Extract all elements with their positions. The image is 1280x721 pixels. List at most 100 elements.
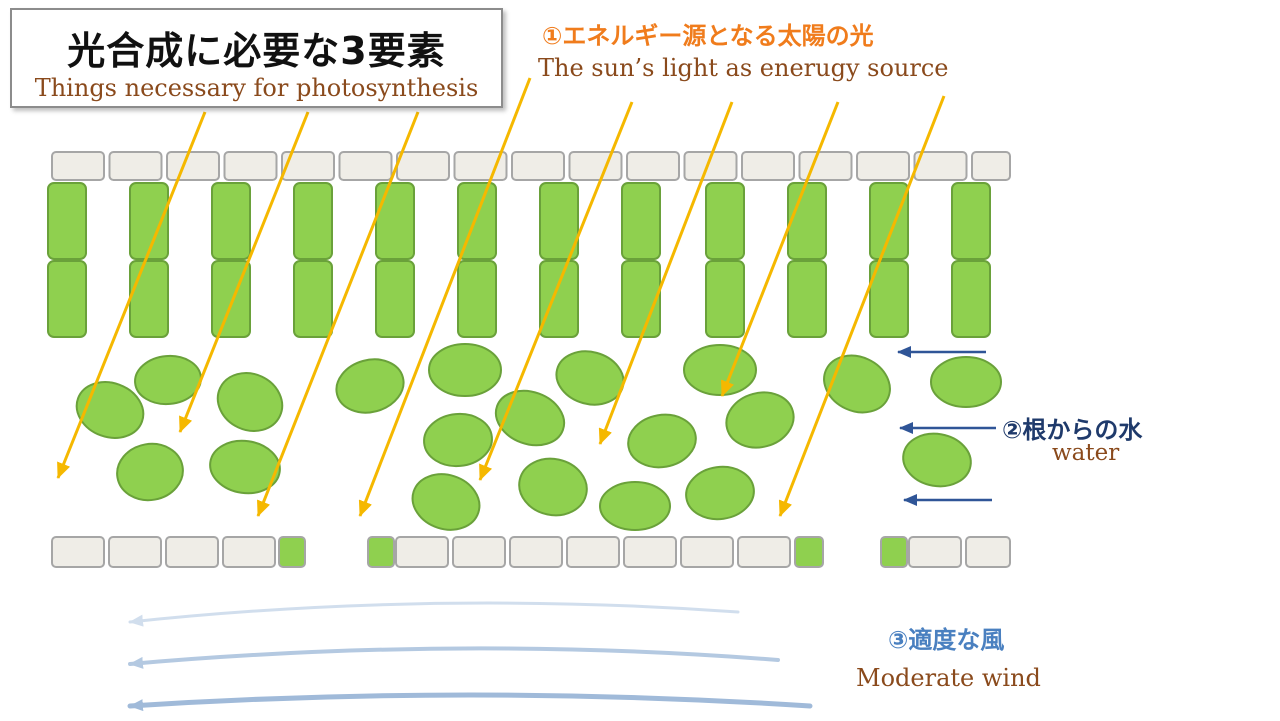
sunlight-arrow xyxy=(478,101,634,481)
wind-arrow xyxy=(127,692,813,712)
epidermis-cell xyxy=(51,151,105,181)
wind-arrow xyxy=(128,601,740,627)
guard-cell xyxy=(880,536,908,568)
palisade-cell xyxy=(787,260,827,338)
palisade-cell xyxy=(621,260,661,338)
spongy-cell xyxy=(494,389,566,447)
spongy-cell xyxy=(930,356,1002,408)
palisade-cell xyxy=(539,182,579,260)
sunlight-arrows xyxy=(56,77,946,517)
epidermis-cell xyxy=(223,151,278,181)
epidermis-cell xyxy=(626,151,680,181)
palisade-cell xyxy=(457,260,497,338)
palisade-cell xyxy=(375,260,415,338)
spongy-cell xyxy=(116,442,184,502)
water-label-english: water xyxy=(1052,440,1120,466)
palisade-cell xyxy=(951,182,991,260)
epidermis-cell xyxy=(737,536,791,568)
epidermis-cell xyxy=(338,151,393,181)
epidermis-cell xyxy=(798,151,853,181)
palisade-cell xyxy=(951,260,991,338)
palisade-cell xyxy=(539,260,579,338)
epidermis-cell xyxy=(908,536,962,568)
epidermis-cell xyxy=(166,151,220,181)
guard-cell xyxy=(278,536,306,568)
palisade-cell xyxy=(705,260,745,338)
palisade-layer xyxy=(47,182,991,338)
spongy-cell xyxy=(599,481,671,531)
sunlight-arrow xyxy=(358,77,532,517)
title-box: 光合成に必要な3要素 Things necessary for photosyn… xyxy=(10,8,503,108)
epidermis-cell xyxy=(452,536,506,568)
sunlight-arrow xyxy=(56,111,207,479)
sunlight-arrow xyxy=(778,95,946,517)
spongy-cell xyxy=(685,465,755,521)
sunlight-label-english: The sun’s light as enerugy source xyxy=(538,54,949,82)
spongy-cell xyxy=(423,412,493,468)
palisade-cell xyxy=(129,260,169,338)
epidermis-cell xyxy=(51,536,105,568)
wind-arrows xyxy=(127,601,813,712)
epidermis-cell xyxy=(680,536,734,568)
epidermis-cell xyxy=(511,151,565,181)
spongy-cell xyxy=(209,439,281,495)
wind-label-japanese: ③適度な風 xyxy=(888,626,1005,654)
spongy-cell xyxy=(823,354,891,414)
spongy-cell xyxy=(725,391,795,449)
palisade-cell xyxy=(293,260,333,338)
palisade-cell xyxy=(47,182,87,260)
epidermis-cell xyxy=(165,536,219,568)
upper-epidermis xyxy=(51,151,1011,181)
lower-epidermis xyxy=(51,536,1011,568)
palisade-cell xyxy=(47,260,87,338)
epidermis-cell xyxy=(623,536,677,568)
water-arrows xyxy=(897,346,996,506)
epidermis-cell xyxy=(566,536,620,568)
wind-arrow xyxy=(128,646,780,669)
title-japanese: 光合成に必要な3要素 xyxy=(67,29,446,73)
spongy-cell xyxy=(627,413,697,469)
palisade-cell xyxy=(293,182,333,260)
epidermis-cell xyxy=(965,536,1011,568)
palisade-cell xyxy=(621,182,661,260)
water-label-japanese: ②根からの水 xyxy=(1002,416,1143,444)
epidermis-cell xyxy=(913,151,968,181)
guard-cell xyxy=(367,536,395,568)
epidermis-cell xyxy=(396,151,450,181)
spongy-cell xyxy=(75,381,145,439)
sunlight-arrow xyxy=(256,111,420,517)
palisade-cell xyxy=(787,182,827,260)
epidermis-cell xyxy=(683,151,738,181)
palisade-cell xyxy=(869,182,909,260)
spongy-cell xyxy=(411,473,481,531)
sunlight-arrow xyxy=(178,111,310,433)
epidermis-cell xyxy=(108,151,163,181)
epidermis-cell xyxy=(856,151,910,181)
epidermis-cell xyxy=(971,151,1011,181)
wind-label-english: Moderate wind xyxy=(856,664,1041,692)
title-english: Things necessary for photosynthesis xyxy=(34,74,479,102)
spongy-cell xyxy=(335,358,405,414)
sunlight-arrow xyxy=(598,101,734,445)
spongy-cell xyxy=(683,344,757,396)
palisade-cell xyxy=(129,182,169,260)
palisade-cell xyxy=(211,182,251,260)
epidermis-cell xyxy=(741,151,795,181)
palisade-cell xyxy=(869,260,909,338)
spongy-cell xyxy=(902,432,972,488)
spongy-cell xyxy=(216,372,284,432)
epidermis-cell xyxy=(222,536,276,568)
sunlight-arrow xyxy=(720,101,840,397)
spongy-cell xyxy=(518,457,588,517)
spongy-layer xyxy=(75,343,1002,531)
sunlight-label-japanese: ①エネルギー源となる太陽の光 xyxy=(542,22,874,50)
epidermis-cell xyxy=(395,536,449,568)
guard-cell xyxy=(794,536,824,568)
palisade-cell xyxy=(375,182,415,260)
epidermis-cell xyxy=(108,536,162,568)
palisade-cell xyxy=(705,182,745,260)
epidermis-cell xyxy=(281,151,335,181)
spongy-cell xyxy=(428,343,502,397)
epidermis-cell xyxy=(509,536,563,568)
